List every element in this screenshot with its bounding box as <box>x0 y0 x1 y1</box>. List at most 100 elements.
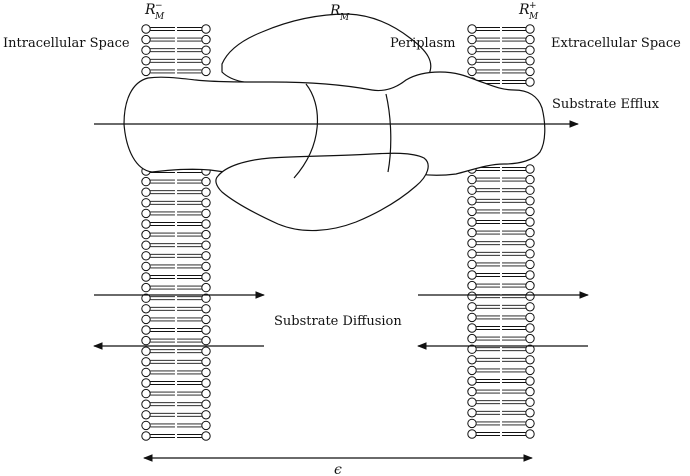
lipid-head <box>141 45 151 55</box>
lipid-head <box>525 323 535 333</box>
lipid-head <box>201 219 211 229</box>
lipid-head <box>141 335 151 346</box>
lipid-head <box>141 251 151 261</box>
lipid-tail <box>476 27 526 31</box>
lipid-head <box>141 272 151 282</box>
lipid-tail <box>150 381 202 385</box>
lipid-head <box>201 420 211 431</box>
lipid-tail <box>476 241 526 246</box>
lipid-head <box>467 418 477 429</box>
lipid-head <box>525 408 535 418</box>
lipid-head <box>525 56 535 66</box>
lipid-head <box>141 431 151 441</box>
lipid-head <box>467 365 477 376</box>
lipid-head <box>525 66 535 77</box>
lipid-tail <box>476 262 526 267</box>
lipid-tail <box>150 211 202 216</box>
lipid-tail <box>476 432 526 436</box>
lipid-head <box>141 399 151 409</box>
pump-bottom-lobe <box>215 152 429 232</box>
lipid-tail <box>476 198 526 203</box>
lipid-head <box>525 376 535 386</box>
lipid-tail <box>150 275 202 279</box>
lipid-tail <box>476 273 526 277</box>
svg-text:M: M <box>154 12 165 22</box>
lipid-head <box>525 238 535 248</box>
lipid-head <box>201 346 211 356</box>
lipid-tail <box>150 423 202 428</box>
lipid-tail <box>150 69 202 74</box>
lipid-tail <box>150 222 202 226</box>
lipid-head <box>525 217 535 227</box>
lipid-tail <box>476 347 526 352</box>
lipid-tail <box>150 179 202 184</box>
periplasm-label: Periplasm <box>390 36 455 51</box>
outer-membrane <box>467 24 535 439</box>
lipid-head <box>467 56 477 66</box>
lipid-head <box>201 399 211 409</box>
lipid-tail <box>476 167 526 171</box>
lipid-head <box>525 45 535 55</box>
lipid-head <box>141 187 151 197</box>
inner-resistance-label: R M − <box>144 1 165 22</box>
lipid-head <box>467 206 477 217</box>
lipid-head <box>525 291 535 301</box>
lipid-head <box>141 346 151 356</box>
lipid-tail <box>476 336 526 341</box>
lipid-head <box>467 34 477 45</box>
efflux-pump <box>123 13 546 232</box>
lipid-tail <box>150 48 202 53</box>
lipid-tail <box>150 253 202 258</box>
lipid-head <box>141 56 151 66</box>
lipid-head <box>201 176 211 187</box>
lipid-head <box>141 261 151 272</box>
lipid-tail <box>476 304 526 309</box>
lipid-head <box>525 174 535 185</box>
lipid-head <box>141 293 151 303</box>
lipid-head <box>201 304 211 314</box>
lipid-head <box>201 293 211 303</box>
lipid-head <box>141 240 151 250</box>
lipid-head <box>467 333 477 344</box>
lipid-head <box>467 196 477 206</box>
lipid-head <box>467 355 477 365</box>
lipid-tail <box>150 285 202 290</box>
lipid-tail <box>150 412 202 417</box>
lipid-head <box>467 429 477 439</box>
lipid-tail <box>476 357 526 362</box>
lipid-head <box>525 196 535 206</box>
lipid-head <box>201 56 211 66</box>
lipid-tail <box>476 283 526 288</box>
lipid-tail <box>476 326 526 330</box>
lipid-tail <box>150 338 202 343</box>
outer-resistance-label: R M + <box>518 1 539 22</box>
lipid-head <box>141 229 151 240</box>
lipid-head <box>201 24 211 34</box>
lipid-head <box>467 344 477 354</box>
lipid-tail <box>150 349 202 354</box>
lipid-head <box>467 408 477 418</box>
lipid-head <box>201 367 211 378</box>
lipid-tail <box>150 359 202 364</box>
lipid-head <box>467 227 477 238</box>
lipid-tail <box>476 389 526 394</box>
lipid-head <box>201 357 211 367</box>
lipid-head <box>525 164 535 174</box>
svg-text:R: R <box>518 2 530 18</box>
lipid-head <box>141 176 151 187</box>
lipid-tail <box>150 434 202 438</box>
lipid-head <box>201 198 211 208</box>
lipid-head <box>467 24 477 34</box>
lipid-tail <box>476 177 526 182</box>
lipid-head <box>141 219 151 229</box>
lipid-head <box>525 355 535 365</box>
lipid-head <box>201 240 211 250</box>
lipid-tail <box>150 27 202 31</box>
lipid-head <box>201 410 211 420</box>
lipid-head <box>201 335 211 346</box>
lipid-tail <box>476 368 526 373</box>
lipid-head <box>201 229 211 240</box>
lipid-head <box>525 185 535 195</box>
lipid-tail <box>476 251 526 256</box>
